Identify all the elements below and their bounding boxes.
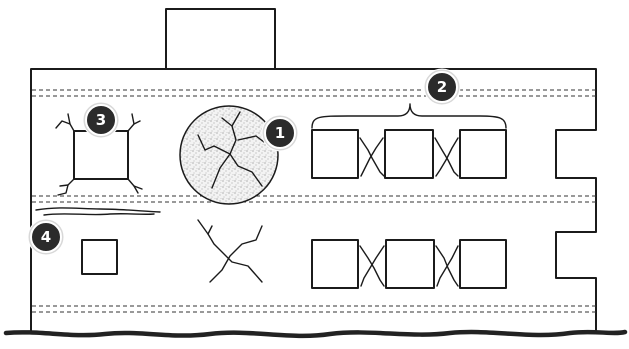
cracked-circle-icon [179, 105, 279, 205]
rooftop-structure [165, 8, 276, 70]
lower-window-1 [311, 239, 359, 289]
building-outline [30, 68, 597, 334]
badge-1: 1 [261, 114, 299, 152]
badge-4: 4 [27, 218, 65, 256]
upper-window-2 [384, 129, 434, 179]
badge-1-label: 1 [275, 124, 285, 142]
x-crack-icon [359, 245, 385, 287]
upper-window-3 [459, 129, 507, 179]
x-crack-icon [197, 219, 263, 283]
x-crack-icon [359, 137, 385, 177]
lower-window-3 [459, 239, 507, 289]
separation-crack-line-2 [43, 213, 155, 216]
badge-3: 3 [82, 101, 120, 139]
x-crack-icon [434, 137, 459, 177]
badge-2: 2 [423, 68, 461, 106]
small-opening [81, 239, 118, 275]
badge-2-label: 2 [437, 78, 447, 96]
badge-4-label: 4 [41, 228, 51, 246]
upper-window-row [311, 129, 507, 179]
lower-window-2 [385, 239, 435, 289]
group-brace [311, 103, 507, 129]
x-crack-icon [435, 245, 459, 287]
ground-line [3, 329, 628, 339]
upper-window-1 [311, 129, 359, 179]
lower-window-row [311, 239, 507, 289]
badge-3-label: 3 [96, 111, 106, 129]
separation-crack-line [35, 207, 161, 213]
floor-slab-lines [32, 89, 596, 313]
